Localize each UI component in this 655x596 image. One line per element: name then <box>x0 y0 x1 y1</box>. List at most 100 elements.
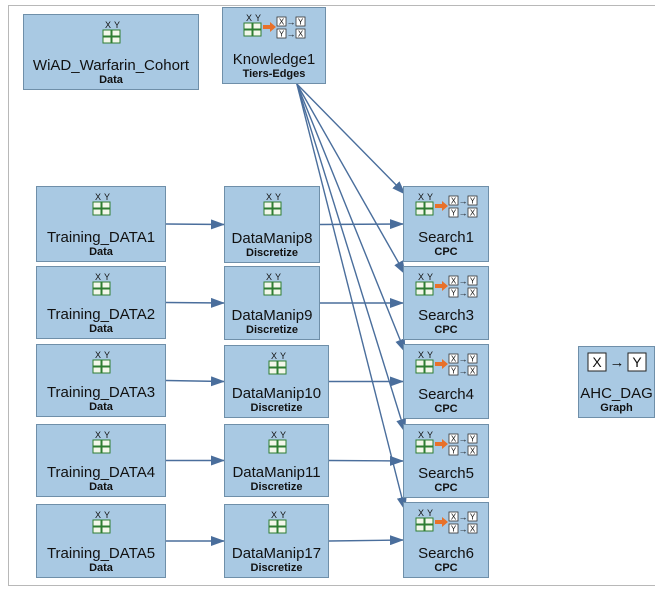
edge-training1-to-dm8[interactable] <box>165 219 225 230</box>
icon-x-label: X <box>246 14 252 23</box>
graph-x-box <box>587 352 606 372</box>
icon-cell <box>101 446 111 454</box>
icon-cell <box>101 288 111 296</box>
node-title: Training_DATA5 <box>46 545 156 562</box>
icon-x-box <box>276 16 287 27</box>
icon-y-box-label: Y <box>451 525 457 534</box>
icon-cell <box>415 517 425 525</box>
icon-cell <box>415 281 425 289</box>
icon-cell <box>415 439 425 447</box>
icon-cell <box>102 29 112 37</box>
icon-y-box-label: Y <box>279 30 285 39</box>
node-subtitle: CPC <box>434 246 458 258</box>
node-title: Knowledge1 <box>232 51 316 68</box>
icon-x-box <box>467 287 478 298</box>
node-subtitle: CPC <box>434 562 458 574</box>
icon-orange-arrow <box>435 517 448 527</box>
icon-y-box-label: Y <box>470 513 476 522</box>
icon-cell <box>92 359 102 367</box>
node-subtitle: Data <box>89 562 113 574</box>
icon-cell <box>268 519 277 527</box>
graph-y-box <box>627 352 646 372</box>
icon-y-box <box>467 433 478 444</box>
icon-arrow: → <box>459 354 468 364</box>
icon-cell <box>424 281 434 289</box>
node-subtitle: Data <box>89 246 113 258</box>
edge-knowledge1-to-search4[interactable] <box>296 83 406 353</box>
icon-y-box <box>448 365 459 376</box>
icon-arrow: → <box>459 512 468 522</box>
edge-training2-to-dm9[interactable] <box>165 297 225 308</box>
icon-cell <box>268 526 277 534</box>
icon-arrow: → <box>459 446 468 456</box>
icon-cell <box>92 201 102 209</box>
edge-training3-to-dm10[interactable] <box>165 376 225 387</box>
icon-y-label: Y <box>114 21 120 30</box>
icon-cell <box>263 288 273 296</box>
edge-knowledge1-to-search5[interactable] <box>296 83 406 433</box>
node-subtitle: Data <box>89 481 113 493</box>
icon-x-box <box>448 511 459 522</box>
icon-arrow: → <box>459 288 468 298</box>
icon-cell <box>415 288 425 296</box>
node-subtitle: Data <box>89 401 113 413</box>
icon-x-label: X <box>95 511 101 520</box>
node-title: Search6 <box>418 545 474 562</box>
node-ahc-dag[interactable]: X→Y AHC_DAG Graph <box>578 346 655 418</box>
node-title: Training_DATA2 <box>46 306 156 323</box>
canvas-border-left <box>8 5 9 585</box>
graph-x-label: X <box>592 354 602 370</box>
icon-cell <box>101 519 111 527</box>
graph-arrow: → <box>609 354 624 371</box>
icon-arrow: → <box>459 196 468 206</box>
icon-y-box <box>448 287 459 298</box>
icon-orange-arrow <box>435 439 448 449</box>
icon-y-label: Y <box>275 273 281 282</box>
icon-x-box <box>467 207 478 218</box>
icon-cell <box>415 208 425 216</box>
icon-x-label: X <box>418 351 424 360</box>
node-subtitle: Discretize <box>246 324 298 336</box>
icon-x-label: X <box>418 509 424 518</box>
icon-cell <box>424 517 434 525</box>
icon-cell <box>277 360 286 368</box>
node-subtitle: Data <box>99 74 123 86</box>
icon-cell <box>92 366 102 374</box>
icon-x-label: X <box>95 273 101 282</box>
icon-cell <box>277 519 286 527</box>
icon-x-box-label: X <box>451 355 457 364</box>
icon-y-label: Y <box>104 351 110 360</box>
edge-dm17-to-search6[interactable] <box>328 535 404 546</box>
icon-y-box <box>448 207 459 218</box>
edge-knowledge1-to-search6[interactable] <box>296 83 407 511</box>
edge-dm11-to-search5[interactable] <box>328 455 404 466</box>
node-title: WiAD_Warfarin_Cohort <box>32 57 190 74</box>
icon-arrow: → <box>459 434 468 444</box>
edge-knowledge1-to-search1[interactable] <box>296 83 406 195</box>
edge-dm8-to-search1[interactable] <box>319 219 404 230</box>
edge-knowledge1-to-search3[interactable] <box>296 83 406 275</box>
icon-cell <box>415 524 425 532</box>
icon-cell <box>415 201 425 209</box>
